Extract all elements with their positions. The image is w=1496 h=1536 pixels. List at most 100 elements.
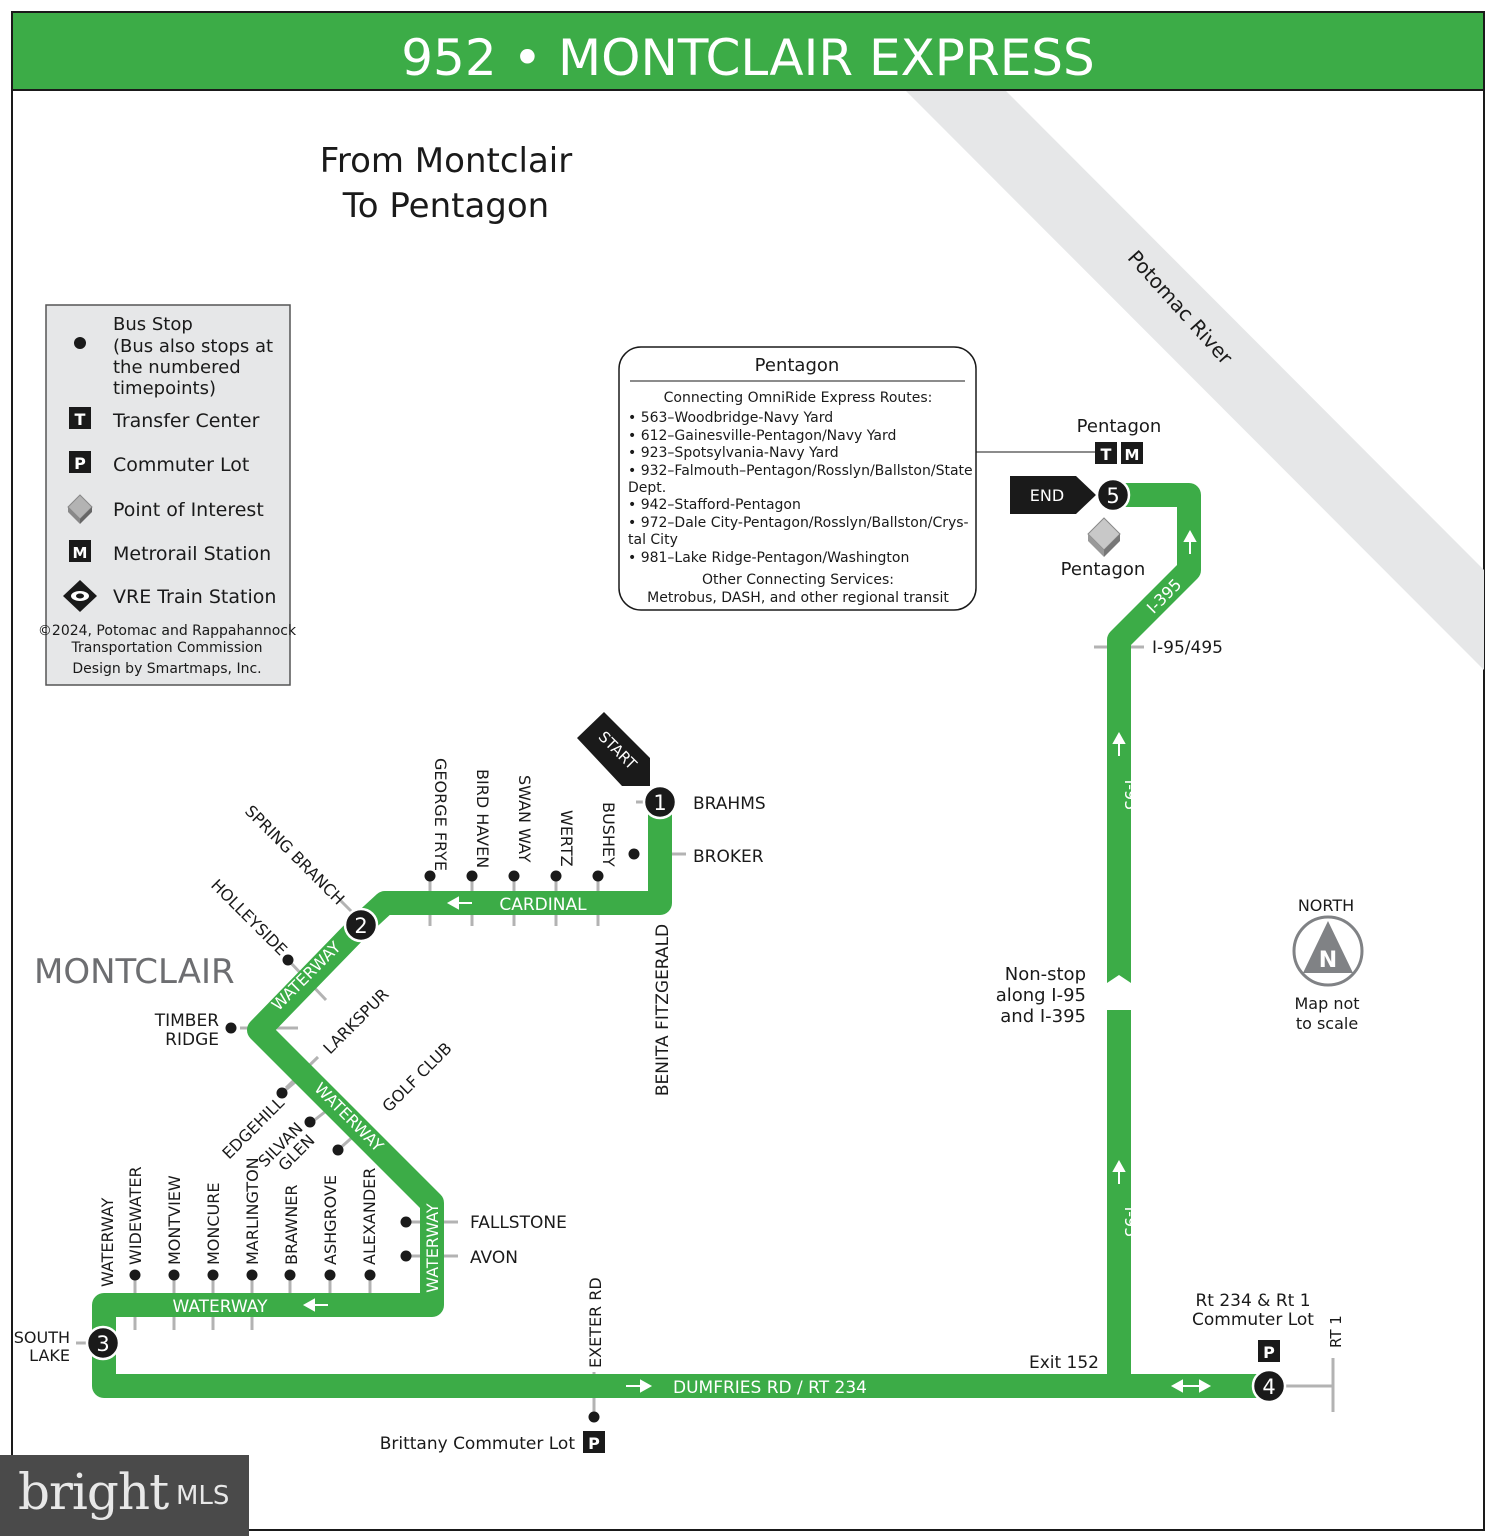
info-route-line: • 981–Lake Ridge-Pentagon/Washington: [628, 550, 909, 566]
street-cardinal: CARDINAL: [499, 895, 587, 915]
legend-transfer-center: Transfer Center: [112, 410, 260, 432]
info-route-line: • 923–Spotsylvania-Navy Yard: [628, 445, 839, 461]
legend: Bus Stop (Bus also stops at the numbered…: [38, 304, 297, 686]
end-label: END: [1030, 486, 1064, 505]
nonstop-line-3: and I-395: [1000, 1006, 1086, 1027]
map-frame: [11, 11, 1485, 1531]
bus-stop-icon: [74, 337, 86, 349]
bus-stop-alexander: [364, 1269, 376, 1281]
timepoint-3-number: 3: [96, 1332, 109, 1356]
street-dumfries: DUMFRIES RD / RT 234: [673, 1378, 867, 1398]
legend-point-of-interest: Point of Interest: [113, 499, 264, 521]
info-route-line: • 972–Dale City-Pentagon/Rosslyn/Ballsto…: [628, 515, 969, 531]
end-tag: END: [1010, 476, 1096, 514]
stop-label-bird-haven: BIRD HAVEN: [473, 769, 492, 868]
nonstop-line-1: Non-stop: [1005, 964, 1086, 985]
bus-stop-marlington: [246, 1269, 258, 1281]
info-route-line: • 563–Woodbridge-Navy Yard: [628, 410, 833, 426]
info-box-heading: Connecting OmniRide Express Routes:: [664, 390, 933, 406]
street-i95-upper: I-95: [1121, 780, 1140, 811]
stop-label-george-frye: GEORGE FRYE: [431, 758, 450, 871]
stop-label-fallstone: FALLSTONE: [470, 1213, 567, 1233]
legend-bus-stop-line-2: (Bus also stops at: [113, 336, 273, 357]
point-of-interest-icon: [1087, 517, 1121, 557]
stop-label-timber: TIMBER: [154, 1011, 219, 1031]
legend-copyright-1: ©2024, Potomac and Rappahannock: [38, 623, 297, 639]
bus-stop-wertz: [550, 870, 562, 882]
stop-label-wertz: WERTZ: [557, 810, 576, 867]
bus-stop-swan-way: [508, 870, 520, 882]
metrorail-icon: M: [1121, 442, 1143, 464]
stop-label-marlington: MARLINGTON: [243, 1157, 262, 1265]
info-other-services: Metrobus, DASH, and other regional trans…: [647, 590, 949, 606]
street-benita-fitzgerald: BENITA FITZGERALD: [653, 924, 673, 1096]
bus-stops: [129, 848, 640, 1423]
info-other-heading: Other Connecting Services:: [702, 572, 894, 588]
stop-label-brahms: BRAHMS: [693, 794, 766, 814]
bus-stop-golf-club: [332, 1144, 344, 1156]
bus-stop-ashgrove: [324, 1269, 336, 1281]
bus-stop-edgehill: [276, 1087, 288, 1099]
stop-label-widewater: WIDEWATER: [126, 1166, 145, 1265]
stop-label-ridge: RIDGE: [165, 1030, 219, 1050]
potomac-river: [905, 90, 1484, 670]
bus-stop-brittany: [588, 1411, 600, 1423]
info-route-line: • 932–Falmouth–Pentagon/Rosslyn/Ballston…: [628, 463, 973, 479]
subtitle-line-1: From Montclair: [320, 141, 572, 181]
watermark: bright MLS: [0, 1455, 249, 1536]
stop-label-rt234-lot-2: Commuter Lot: [1192, 1310, 1314, 1330]
info-route-line: tal City: [628, 532, 678, 548]
commuter-lot-icon: P: [583, 1431, 605, 1453]
arrow-right-icon: [626, 1379, 653, 1393]
timepoint-2: 2: [343, 907, 379, 943]
timepoint-2-number: 2: [354, 914, 367, 938]
stop-label-waterway: WATERWAY: [98, 1197, 117, 1287]
subtitle-line-2: To Pentagon: [342, 186, 549, 226]
bus-stop-avon: [400, 1250, 412, 1262]
scale-note-1: Map not: [1294, 994, 1359, 1013]
arrow-up-icon: [1183, 529, 1197, 554]
pentagon-info-box: Pentagon Connecting OmniRide Express Rou…: [618, 346, 977, 611]
info-route-line: • 942–Stafford-Pentagon: [628, 497, 801, 513]
bus-stop-timber-ridge: [225, 1022, 237, 1034]
page-title: 952 • MONTCLAIR EXPRESS: [401, 29, 1095, 87]
stop-label-ashgrove: ASHGROVE: [321, 1175, 340, 1265]
point-of-interest-icon: [67, 494, 93, 524]
street-waterway-bottom: WATERWAY: [172, 1297, 268, 1317]
arrow-left-icon: [446, 896, 472, 910]
timepoint-5: 5: [1095, 477, 1131, 513]
arrow-up-icon: [1112, 731, 1126, 756]
north-label: NORTH: [1298, 896, 1354, 915]
direction-arrows: [302, 529, 1212, 1393]
metro-glyph: M: [1125, 446, 1140, 464]
bus-stop-fallstone: [400, 1216, 412, 1228]
bus-stop-holleyside: [282, 954, 294, 966]
stop-label-i95-495: I-95/495: [1152, 638, 1223, 658]
stop-label-brawner: BRAWNER: [282, 1184, 301, 1265]
pentagon-poi-label: Pentagon: [1061, 559, 1146, 580]
bus-stop-silvan-glen: [304, 1116, 316, 1128]
legend-metrorail: Metrorail Station: [113, 543, 271, 565]
arrow-left-icon: [302, 1298, 328, 1312]
stop-label-swan-way: SWAN WAY: [515, 775, 534, 863]
north-arrow-icon: N: [1292, 915, 1364, 987]
bus-stop-george-frye: [424, 870, 436, 882]
arrow-up-icon: [1112, 1159, 1126, 1184]
bus-stop-brawner: [284, 1269, 296, 1281]
timepoint-4-number: 4: [1262, 1375, 1275, 1399]
metrorail-icon: [69, 540, 91, 562]
timepoint-5-number: 5: [1106, 484, 1119, 508]
info-box-title: Pentagon: [755, 355, 840, 376]
watermark-suffix: MLS: [176, 1481, 230, 1511]
parking-glyph: P: [588, 1434, 600, 1453]
transfer-center-icon: [69, 407, 91, 429]
stop-label-avon: AVON: [470, 1248, 518, 1268]
timepoint-3: 3: [85, 1325, 121, 1361]
pentagon-station-label: Pentagon: [1077, 416, 1162, 437]
timepoint-1-number: 1: [653, 791, 666, 815]
legend-vre-train: VRE Train Station: [113, 586, 276, 608]
header-bar: [11, 11, 1485, 91]
stop-label-moncure: MONCURE: [204, 1183, 223, 1265]
bus-stop-moncure: [207, 1269, 219, 1281]
